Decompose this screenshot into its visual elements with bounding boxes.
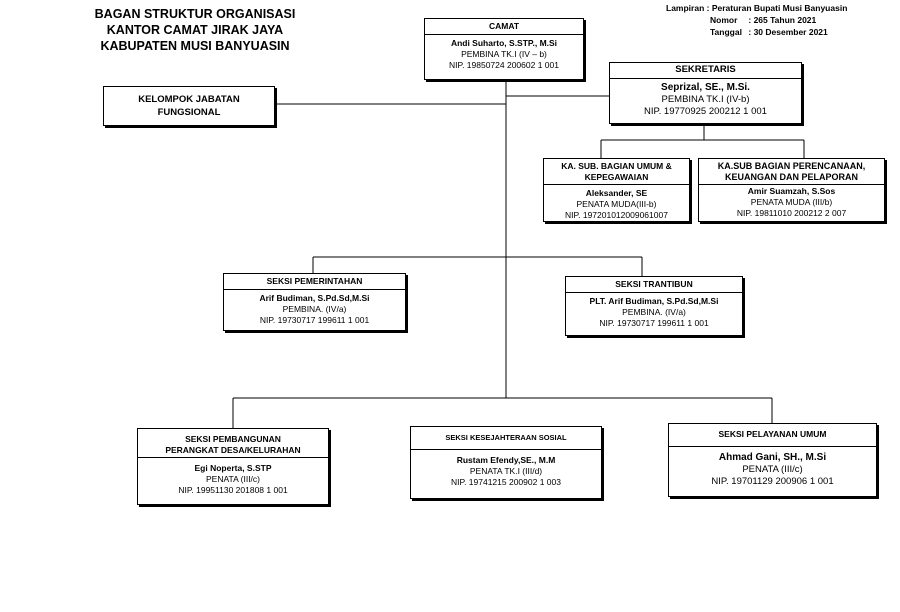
seksi-pelayanan-nip: NIP. 19701129 200906 1 001 <box>711 475 834 487</box>
seksi-kesejahteraan-header: SEKSI KESEJAHTERAAN SOSIAL <box>411 427 601 450</box>
sekretaris-nip: NIP. 19770925 200212 1 001 <box>644 105 767 117</box>
kasubag-umum-header-2: KEPEGAWAIAN <box>584 171 649 182</box>
seksi-pemerintahan-name: Arif Budiman, S.Pd.Sd,M.Si <box>259 292 370 303</box>
kasubag-umum-header-1: KA. SUB. BAGIAN UMUM & <box>561 161 672 171</box>
seksi-trantibun-header: SEKSI TRANTIBUN <box>566 277 742 293</box>
seksi-pemerintahan-header: SEKSI PEMERINTAHAN <box>224 274 405 290</box>
kelompok-line-2: FUNGSIONAL <box>157 107 221 118</box>
seksi-pemerintahan-rank: PEMBINA. (IV/a) <box>282 303 347 314</box>
sekretaris-box: SEKRETARIS Seprizal, SE., M.Si. PEMBINA … <box>609 62 802 124</box>
kasubag-umum-nip: NIP. 197201012009061007 <box>565 210 668 220</box>
lampiran-block: Lampiran : Peraturan Bupati Musi Banyuas… <box>666 2 847 38</box>
seksi-pelayanan-rank: PENATA (III/c) <box>742 463 803 475</box>
seksi-pelayanan-header: SEKSI PELAYANAN UMUM <box>669 424 876 447</box>
camat-header: CAMAT <box>425 19 583 35</box>
kasubag-perencanaan-name: Amir Suamzah, S.Sos <box>747 186 836 196</box>
seksi-kesejahteraan-name: Rustam Efendy,SE., M.M <box>456 454 556 465</box>
seksi-pembangunan-header: SEKSI PEMBANGUNAN PERANGKAT DESA/KELURAH… <box>138 429 328 458</box>
kasubag-perencanaan-header: KA.SUB BAGIAN PERENCANAAN, KEUANGAN DAN … <box>699 159 884 185</box>
title-line-1: BAGAN STRUKTUR ORGANISASI <box>94 7 296 21</box>
chart-title: BAGAN STRUKTUR ORGANISASI KANTOR CAMAT J… <box>70 6 320 54</box>
kasubag-perencanaan-rank: PENATA MUDA (III/b) <box>750 197 833 207</box>
seksi-pembangunan-name: Egi Noperta, S.STP <box>194 463 272 473</box>
seksi-pembangunan-header-1: SEKSI PEMBANGUNAN <box>185 434 281 444</box>
seksi-pemerintahan-box: SEKSI PEMERINTAHAN Arif Budiman, S.Pd.Sd… <box>223 273 406 331</box>
seksi-pelayanan-box: SEKSI PELAYANAN UMUM Ahmad Gani, SH., M.… <box>668 423 877 497</box>
seksi-kesejahteraan-rank: PENATA TK.I (III/d) <box>469 465 543 476</box>
kasubag-umum-box: KA. SUB. BAGIAN UMUM & KEPEGAWAIAN Aleks… <box>543 158 690 222</box>
tanggal-row: Tanggal : 30 Desember 2021 <box>666 26 847 38</box>
seksi-pembangunan-box: SEKSI PEMBANGUNAN PERANGKAT DESA/KELURAH… <box>137 428 329 505</box>
seksi-trantibun-name: PLT. Arif Budiman, S.Pd.Sd,M.Si <box>589 295 719 306</box>
kasubag-perencanaan-box: KA.SUB BAGIAN PERENCANAAN, KEUANGAN DAN … <box>698 158 885 222</box>
seksi-kesejahteraan-nip: NIP. 19741215 200902 1 003 <box>451 476 561 487</box>
lampiran-value: Peraturan Bupati Musi Banyuasin <box>711 3 848 13</box>
nomor-value: : 265 Tahun 2021 <box>748 15 817 25</box>
title-line-2: KANTOR CAMAT JIRAK JAYA <box>106 23 284 37</box>
sekretaris-name: Seprizal, SE., M.Si. <box>661 81 750 93</box>
kasubag-umum-name: Aleksander, SE <box>585 188 648 198</box>
camat-box: CAMAT Andi Suharto, S.STP., M.Si PEMBINA… <box>424 18 584 80</box>
camat-nip: NIP. 19850724 200602 1 001 <box>449 59 559 70</box>
seksi-pembangunan-header-2: PERANGKAT DESA/KELURAHAN <box>165 444 301 455</box>
nomor-label: Nomor <box>710 15 738 25</box>
seksi-trantibun-box: SEKSI TRANTIBUN PLT. Arif Budiman, S.Pd.… <box>565 276 743 336</box>
sekretaris-header: SEKRETARIS <box>610 63 801 79</box>
nomor-row: Nomor : 265 Tahun 2021 <box>666 14 847 26</box>
seksi-pembangunan-rank: PENATA (III/c) <box>206 474 260 484</box>
lampiran-label: Lampiran : <box>666 3 710 13</box>
tanggal-value: : 30 Desember 2021 <box>748 27 828 37</box>
camat-rank: PEMBINA TK.I (IV – b) <box>461 48 547 59</box>
kasubag-umum-header: KA. SUB. BAGIAN UMUM & KEPEGAWAIAN <box>544 159 689 185</box>
kasubag-perencanaan-nip: NIP. 19811010 200212 2 007 <box>736 208 847 218</box>
seksi-pemerintahan-nip: NIP. 19730717 199611 1 001 <box>259 314 370 325</box>
kelompok-jabatan-box: KELOMPOK JABATAN FUNGSIONAL <box>103 86 275 126</box>
seksi-trantibun-nip: NIP. 19730717 199611 1 001 <box>599 317 709 328</box>
kasubag-perencanaan-header-1: KA.SUB BAGIAN PERENCANAAN, <box>717 161 866 171</box>
sekretaris-rank: PEMBINA TK.I (IV-b) <box>661 93 750 105</box>
title-line-3: KABUPATEN MUSI BANYUASIN <box>100 39 290 53</box>
camat-name: Andi Suharto, S.STP., M.Si <box>450 37 558 48</box>
seksi-kesejahteraan-box: SEKSI KESEJAHTERAAN SOSIAL Rustam Efendy… <box>410 426 602 499</box>
kasubag-umum-rank: PENATA MUDA(III-b) <box>576 199 657 209</box>
kelompok-line-1: KELOMPOK JABATAN <box>138 94 240 105</box>
seksi-trantibun-rank: PEMBINA. (IV/a) <box>622 306 686 317</box>
seksi-pembangunan-nip: NIP. 19951130 201808 1 001 <box>178 485 288 495</box>
kasubag-perencanaan-header-2: KEUANGAN DAN PELAPORAN <box>724 171 858 182</box>
seksi-pelayanan-name: Ahmad Gani, SH., M.Si <box>718 451 827 463</box>
lampiran-row: Lampiran : Peraturan Bupati Musi Banyuas… <box>666 2 847 14</box>
tanggal-label: Tanggal <box>710 27 742 37</box>
